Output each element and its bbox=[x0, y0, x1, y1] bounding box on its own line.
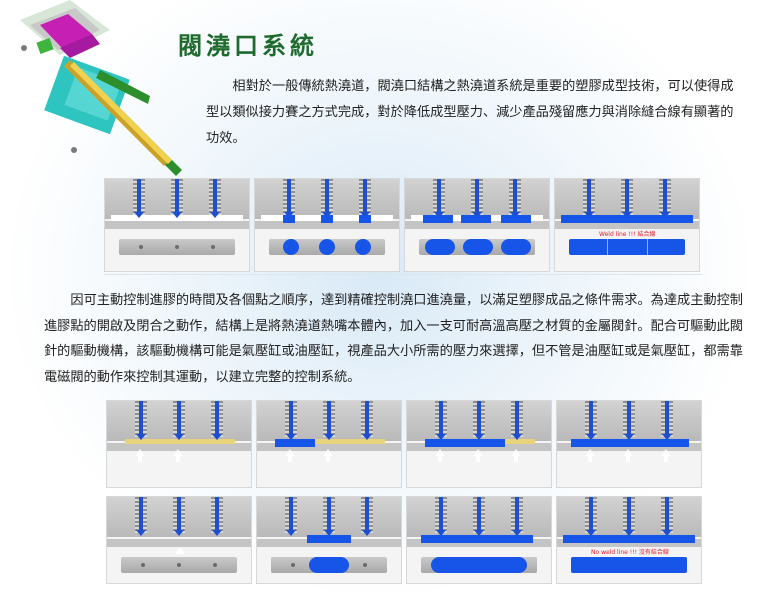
molded-part bbox=[569, 239, 685, 255]
up-arrow-icon bbox=[585, 449, 595, 462]
up-arrow-icon bbox=[175, 547, 185, 554]
weld-line-sequence-diagram: Weld line !!! 結合線 bbox=[104, 178, 702, 275]
cascade-panel-3 bbox=[406, 400, 552, 488]
cascade-panel-1 bbox=[106, 400, 252, 488]
molded-part bbox=[269, 239, 385, 255]
diagram-panel-4: Weld line !!! 結合線 bbox=[554, 178, 700, 272]
up-arrow-icon bbox=[323, 449, 333, 462]
up-arrow-icon bbox=[511, 449, 521, 462]
up-arrow-icon bbox=[173, 449, 183, 462]
diagram-panel-3 bbox=[404, 178, 550, 272]
up-arrow-icon bbox=[285, 449, 295, 462]
up-arrow-icon bbox=[473, 449, 483, 462]
intro-paragraph: 相對於一般傳統熱澆道，閥澆口結構之熱澆道系統是重要的塑膠成型技術，可以使得成型以… bbox=[206, 79, 734, 146]
cascade-panel-4 bbox=[556, 400, 702, 488]
description-paragraph: 因可主動控制進膠的時間及各個點之順序，達到精確控制澆口進澆量，以滿足塑膠成品之條… bbox=[44, 293, 743, 385]
up-arrow-icon bbox=[435, 449, 445, 462]
no-weld-line-label: No weld line !!! 沒有結合線 bbox=[591, 549, 669, 556]
cascade-panel-2 bbox=[256, 400, 402, 488]
up-arrow-icon bbox=[623, 449, 633, 462]
molded-part bbox=[419, 239, 535, 255]
diagram-panel-1 bbox=[104, 178, 250, 272]
cascade-panel-8: No weld line !!! 沒有結合線 bbox=[556, 496, 702, 584]
cascade-panel-6 bbox=[256, 496, 402, 584]
molded-part bbox=[571, 557, 687, 573]
cascade-panel-5 bbox=[106, 496, 252, 584]
up-arrow-icon bbox=[135, 449, 145, 462]
molded-part bbox=[421, 557, 537, 573]
hot-runner-valve-gate-illustration bbox=[20, 0, 182, 176]
molded-part bbox=[271, 557, 387, 573]
cascade-filling-diagram: No weld line !!! 沒有結合線 bbox=[106, 400, 702, 590]
molded-part bbox=[121, 557, 237, 573]
cascade-panel-7 bbox=[406, 496, 552, 584]
page-title: 閥澆口系統 bbox=[178, 31, 318, 60]
up-arrow-icon bbox=[661, 449, 671, 462]
diagram-panel-2 bbox=[254, 178, 400, 272]
weld-line-label: Weld line !!! 結合線 bbox=[599, 231, 656, 238]
molded-part bbox=[119, 239, 235, 255]
